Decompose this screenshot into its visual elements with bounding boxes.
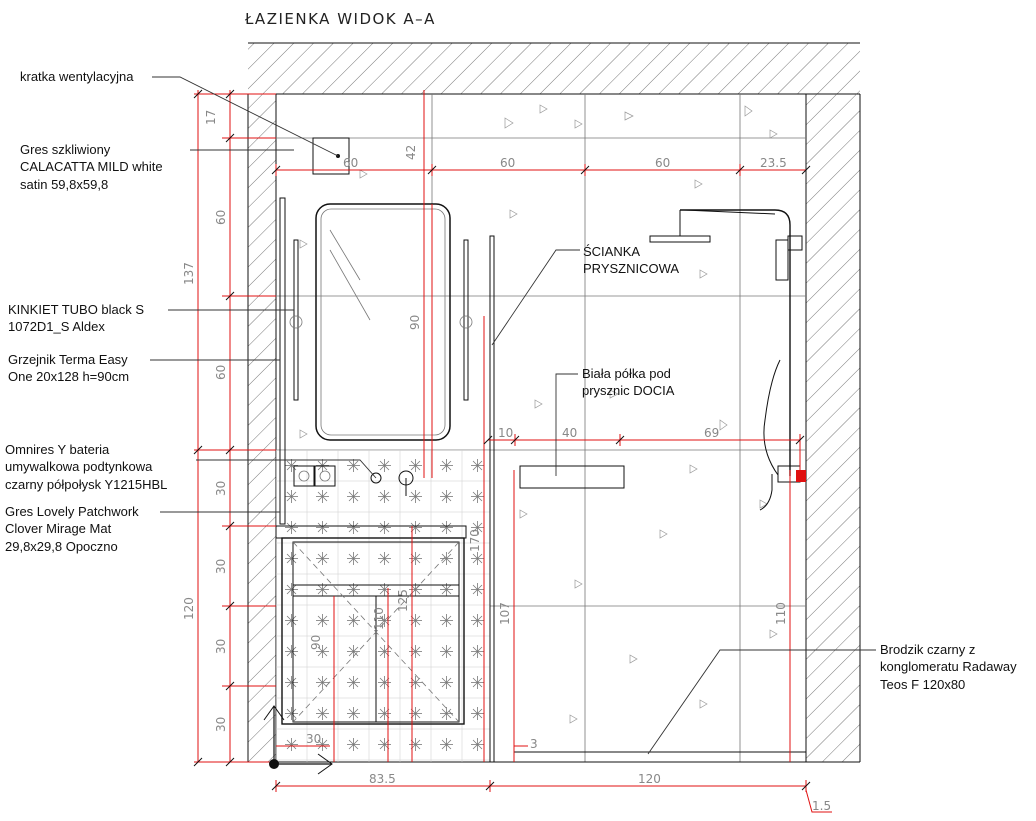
label-gres1-l1: Gres szkliwiony <box>20 142 111 157</box>
label-kinkiet-l2: 1072D1_S Aldex <box>8 319 105 334</box>
dim-b120: 120 <box>638 772 661 786</box>
drawing-title: ŁAZIENKA WIDOK A–A <box>244 10 436 28</box>
shower-screen <box>489 235 495 763</box>
dim-top-60a: 60 <box>343 156 358 170</box>
dim-10: 10 <box>498 426 513 440</box>
faucet <box>370 470 414 496</box>
label-brodzik-l2: konglomeratu Radaway <box>880 659 1017 674</box>
label-scianka-l1: ŚCIANKA <box>583 244 640 259</box>
label-grzejnik-l1: Grzejnik Terma Easy <box>8 352 128 367</box>
label-vent: kratka wentylacyjna <box>20 69 134 84</box>
patchwork-tiles <box>276 450 490 762</box>
dim-60a: 60 <box>214 210 228 225</box>
vanity-cabinet <box>275 525 467 725</box>
dim-60b: 60 <box>214 365 228 380</box>
label-bateria-l2: umywalkowa podtynkowa <box>5 459 153 474</box>
dim-40: 40 <box>562 426 577 440</box>
origin-marker <box>263 705 333 775</box>
dim-42: 42 <box>404 145 418 160</box>
label-scianka-l2: PRYSZNICOWA <box>583 261 679 276</box>
label-gres2-l1: Gres Lovely Patchwork <box>5 504 139 519</box>
dim-69: 69 <box>704 426 719 440</box>
dim-30c: 30 <box>214 639 228 654</box>
dim-120: 120 <box>182 597 196 620</box>
dim-125: 125 <box>396 589 410 612</box>
label-bateria-l3: czarny półpołysk Y1215HBL <box>5 477 167 492</box>
label-bateria-l1: Omnires Y bateria <box>5 442 110 457</box>
dim-90: 90 <box>408 315 422 330</box>
label-gres1-l2: CALACATTA MILD white <box>20 159 163 174</box>
dim-15-leader <box>805 789 832 813</box>
dim-170: 170 <box>468 529 482 552</box>
dim-90b: 90 <box>309 635 323 650</box>
label-brodzik-l1: Brodzik czarny z <box>880 642 975 657</box>
dim-h30: 30 <box>306 732 321 746</box>
shower-shelf <box>519 465 625 489</box>
right-wall <box>805 94 861 762</box>
dim-110a: 110 <box>372 607 386 630</box>
wall-lamp-left <box>289 239 303 401</box>
label-gres2-l2: Clover Mirage Mat <box>5 521 112 536</box>
label-grzejnik-l2: One 20x128 h=90cm <box>8 369 129 384</box>
leader-lines <box>150 76 876 755</box>
dim-107: 107 <box>498 602 512 625</box>
dim-top-60c: 60 <box>655 156 670 170</box>
dimension-ticks <box>193 89 811 791</box>
dim-15: 1.5 <box>812 799 831 813</box>
label-polka-l2: prysznic DOCIA <box>582 383 675 398</box>
red-dimensions <box>194 90 807 792</box>
large-tile-grid <box>276 94 806 762</box>
label-gres1-l3: satin 59,8x59,8 <box>20 177 108 192</box>
label-brodzik-l3: Teos F 120x80 <box>880 677 965 692</box>
vent-grille <box>312 137 350 175</box>
dim-30b: 30 <box>214 559 228 574</box>
dim-30a: 30 <box>214 481 228 496</box>
dim-17: 17 <box>204 110 218 125</box>
wall-lamp-right <box>459 239 473 401</box>
dim-top-60b: 60 <box>500 156 515 170</box>
mirror <box>315 203 451 441</box>
ceiling-slab <box>248 42 860 95</box>
left-wall <box>247 94 277 762</box>
rain-shower <box>649 209 806 511</box>
stone-texture <box>299 104 778 724</box>
dim-3: 3 <box>530 737 538 751</box>
radiator <box>279 197 286 525</box>
dim-835: 83.5 <box>369 772 396 786</box>
shower-tray <box>513 751 807 763</box>
label-polka-l1: Biała półka pod <box>582 366 671 381</box>
dim-137: 137 <box>182 262 196 285</box>
dim-110b: 110 <box>774 602 788 625</box>
label-gres2-l3: 29,8x29,8 Opoczno <box>5 539 118 554</box>
label-kinkiet-l1: KINKIET TUBO black S <box>8 302 144 317</box>
dim-30d: 30 <box>214 717 228 732</box>
dim-top-235: 23.5 <box>760 156 787 170</box>
sockets <box>293 465 336 487</box>
